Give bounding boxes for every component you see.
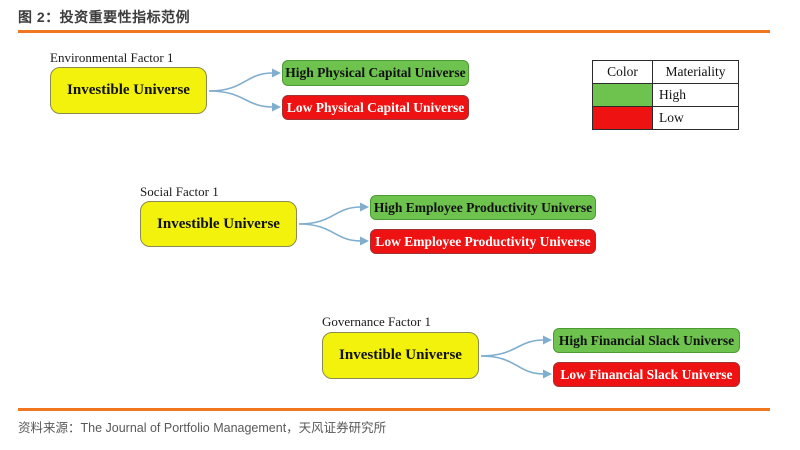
figure-title: 图 2：投资重要性指标范例 bbox=[18, 9, 191, 25]
high-universe-node-governance: High Financial Slack Universe bbox=[553, 328, 740, 353]
legend-header-row: Color Materiality bbox=[592, 60, 739, 84]
low-universe-node-governance: Low Financial Slack Universe bbox=[553, 362, 740, 387]
connector-arrows-social bbox=[298, 202, 369, 246]
investible-universe-node-social: Investible Universe bbox=[140, 201, 297, 247]
factor-label-governance: Governance Factor 1 bbox=[322, 314, 432, 329]
top-divider-line bbox=[18, 30, 770, 33]
factor-label-social: Social Factor 1 bbox=[140, 184, 219, 199]
materiality-legend-table: Color Materiality High Low bbox=[592, 60, 739, 130]
high-universe-node-social: High Employee Productivity Universe bbox=[370, 195, 596, 220]
legend-value-low: Low bbox=[652, 106, 739, 130]
high-universe-node-environmental: High Physical Capital Universe bbox=[282, 60, 469, 86]
legend-swatch-high bbox=[592, 83, 653, 107]
connector-arrows-environmental bbox=[208, 68, 281, 112]
legend-header-materiality: Materiality bbox=[652, 60, 739, 84]
legend-row-low: Low bbox=[592, 106, 739, 130]
legend-value-high: High bbox=[652, 83, 739, 107]
low-universe-node-social: Low Employee Productivity Universe bbox=[370, 229, 596, 254]
source-note: 资料来源：The Journal of Portfolio Management… bbox=[18, 421, 387, 435]
investible-universe-node-environmental: Investible Universe bbox=[50, 67, 207, 114]
legend-header-color: Color bbox=[592, 60, 653, 84]
bottom-divider-line bbox=[18, 408, 770, 411]
factor-label-environmental: Environmental Factor 1 bbox=[50, 50, 174, 65]
connector-arrows-governance bbox=[480, 335, 552, 379]
legend-swatch-low bbox=[592, 106, 653, 130]
legend-row-high: High bbox=[592, 83, 739, 107]
investible-universe-node-governance: Investible Universe bbox=[322, 332, 479, 379]
low-universe-node-environmental: Low Physical Capital Universe bbox=[282, 95, 469, 120]
